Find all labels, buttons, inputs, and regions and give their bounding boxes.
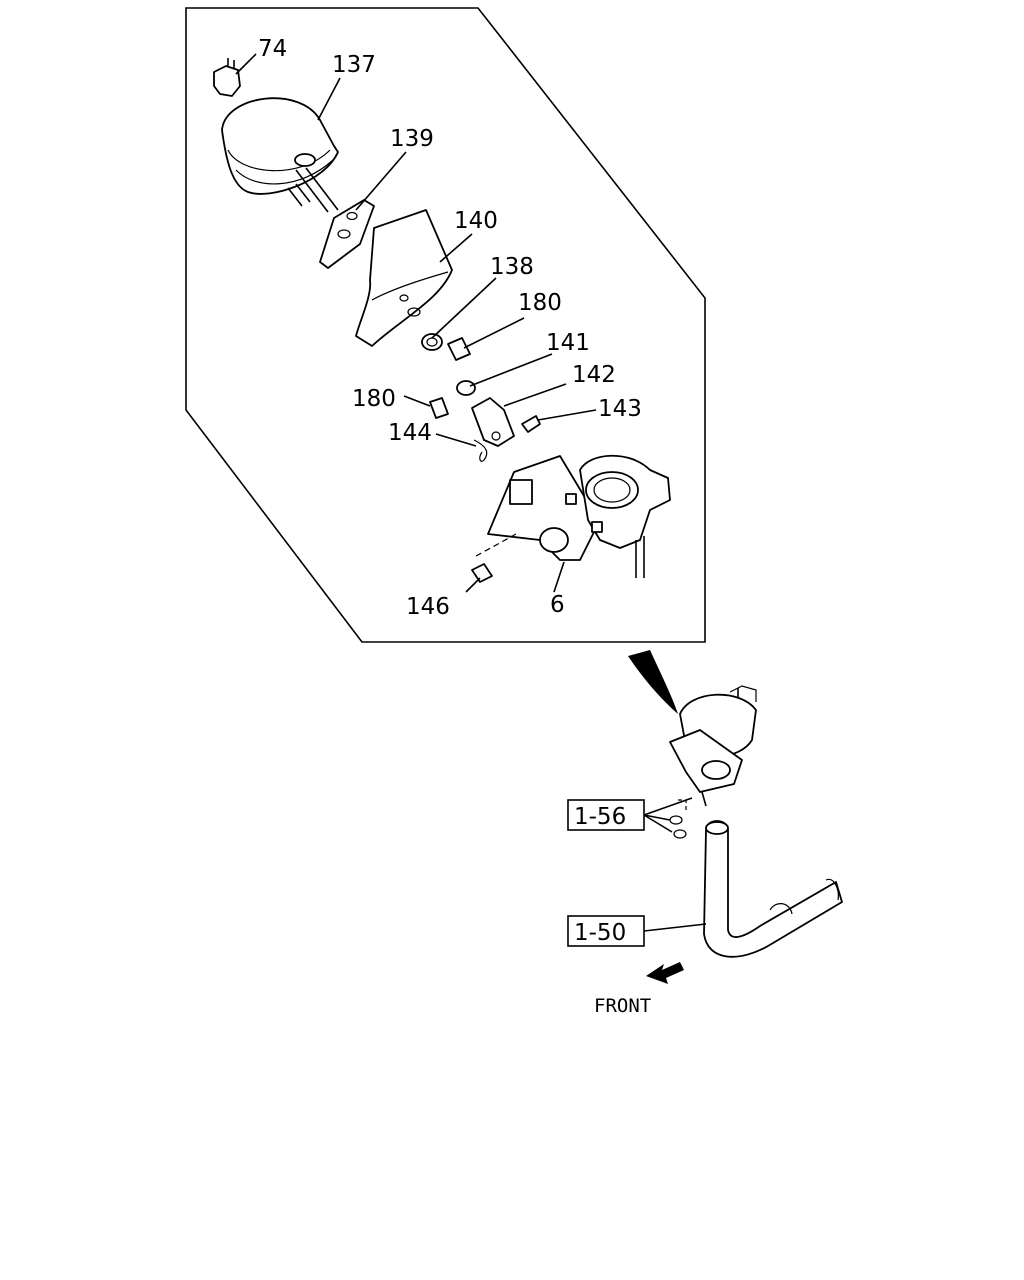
part-143-pin (521, 415, 541, 433)
callout-138: 138 (490, 254, 534, 280)
callout-140: 140 (454, 208, 498, 234)
callout-139: 139 (390, 126, 434, 152)
front-label: FRONT (594, 995, 651, 1017)
callout-180-upper: 180 (518, 290, 562, 316)
part-141-nut (456, 380, 476, 396)
part-74-connector (213, 58, 241, 97)
callout-141: 141 (546, 330, 590, 356)
part-146-nut (471, 533, 517, 583)
callout-labels: 74 137 139 140 138 180 141 180 142 143 1… (258, 36, 642, 620)
callout-74: 74 (258, 36, 287, 62)
part-142-lever (471, 397, 515, 447)
ref-1-56-group: 1-56 (567, 797, 693, 833)
callout-142: 142 (572, 362, 616, 388)
leader-lines (235, 53, 597, 593)
part-6-valve-body (487, 454, 671, 578)
front-direction-indicator: FRONT (594, 962, 684, 1017)
part-139-gasket (319, 199, 375, 269)
part-180-bushing-lower (429, 397, 449, 419)
callout-144: 144 (388, 420, 432, 446)
detail-pointer (628, 650, 678, 714)
ref-1-56: 1-56 (574, 804, 626, 830)
ref-1-50-group: 1-50 (567, 915, 707, 947)
callout-137: 137 (332, 52, 376, 78)
part-144-clip (473, 439, 488, 462)
callout-143: 143 (598, 396, 642, 422)
ref-1-50: 1-50 (574, 920, 626, 946)
overview-assembly (669, 685, 843, 958)
detail-frame (185, 7, 706, 643)
callout-6: 6 (550, 592, 565, 618)
front-arrow-icon (646, 962, 684, 984)
part-180-bushing-upper (447, 337, 471, 361)
callout-180-lower: 180 (352, 386, 396, 412)
part-138-nut (421, 333, 443, 351)
part-137-actuator (221, 97, 339, 213)
callout-146: 146 (406, 594, 450, 620)
part-140-bracket (355, 209, 453, 347)
